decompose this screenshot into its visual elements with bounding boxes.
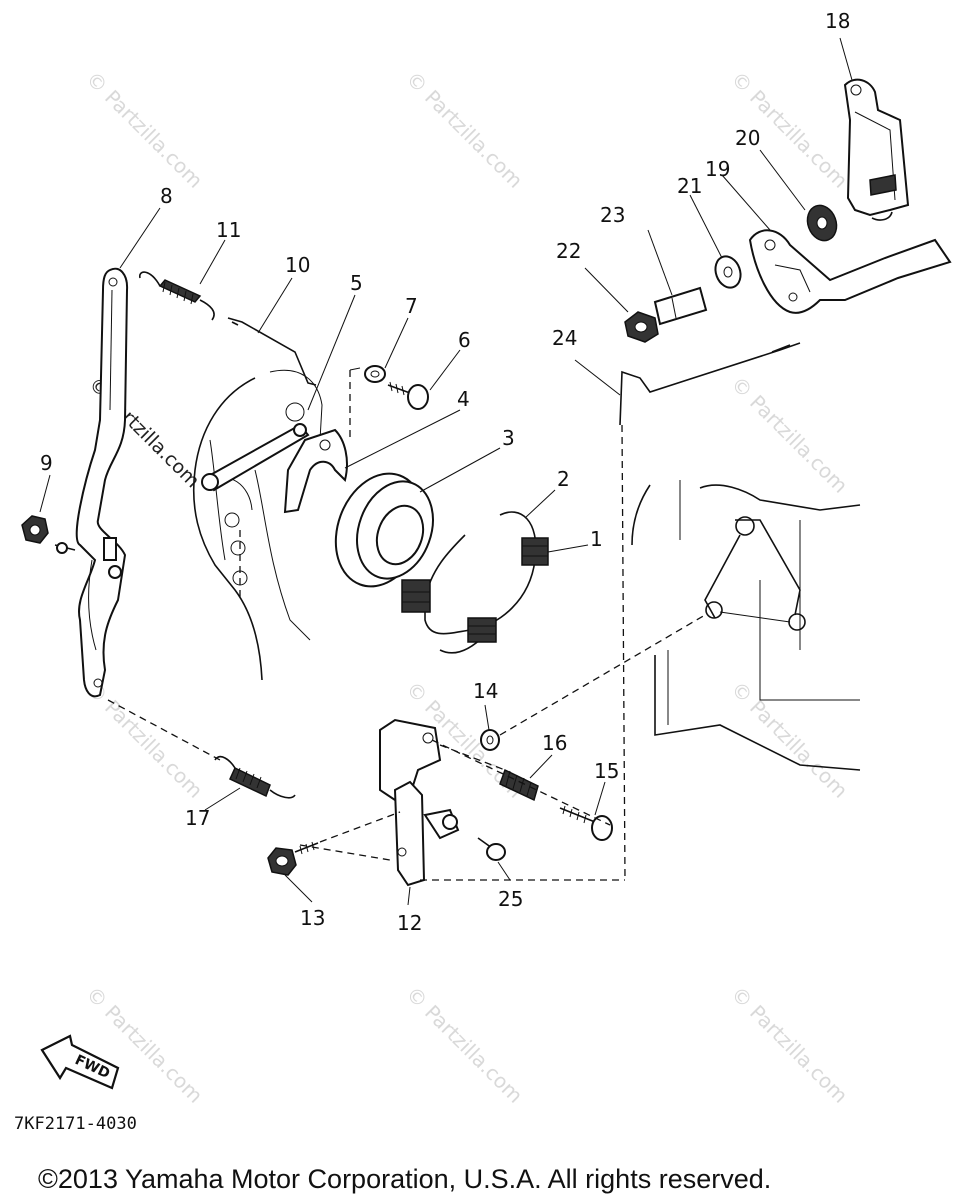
watermark: © Partzilla.com xyxy=(401,67,527,193)
part-3-collar xyxy=(334,472,434,588)
callout-14: 14 xyxy=(473,679,498,703)
callout-25: 25 xyxy=(498,887,523,911)
callout-18: 18 xyxy=(825,9,850,33)
callout-22: 22 xyxy=(556,239,581,263)
part-21-washer xyxy=(714,255,742,289)
part-18-bracket xyxy=(843,78,910,221)
callout-9: 9 xyxy=(40,451,53,475)
watermark: © Partzilla.com xyxy=(726,372,852,498)
part-4-shift-fork xyxy=(283,428,348,514)
part-7-washer xyxy=(364,365,386,383)
part-12-bracket-plate xyxy=(379,718,460,887)
engine-housing-left xyxy=(192,369,323,681)
part-8-control-lever xyxy=(75,267,129,698)
callout-3: 3 xyxy=(502,426,515,450)
callout-15: 15 xyxy=(594,759,619,783)
callout-16: 16 xyxy=(542,731,567,755)
watermark: © Partzilla.com xyxy=(726,982,852,1108)
assembly-guides xyxy=(299,739,625,881)
callout-labels: 8 11 10 5 7 6 4 3 2 1 9 24 22 23 21 19 2… xyxy=(40,9,850,935)
watermark: © Partzilla.com xyxy=(726,677,852,803)
assembly-line xyxy=(349,367,361,371)
copyright-notice: ©2013 Yamaha Motor Corporation, U.S.A. A… xyxy=(38,1164,771,1194)
part-24-long-rod xyxy=(619,342,801,881)
callout-19: 19 xyxy=(705,157,730,181)
callout-12: 12 xyxy=(397,911,422,935)
callout-21: 21 xyxy=(677,174,702,198)
part-6-screw xyxy=(387,381,429,410)
callout-20: 20 xyxy=(735,126,760,150)
watermark: © Partzilla.com xyxy=(81,67,207,193)
watermark: © Partzilla.com xyxy=(81,982,207,1108)
diagram-code: 7KF2171-4030 xyxy=(14,1114,137,1134)
part-5-shaft-arm xyxy=(201,423,310,492)
part-9-nut xyxy=(21,515,76,554)
callout-23: 23 xyxy=(600,203,625,227)
callout-8: 8 xyxy=(160,184,173,208)
engine-housing-right xyxy=(631,480,861,771)
part-17-spring xyxy=(107,699,296,799)
part-20-washer xyxy=(806,204,838,242)
fwd-arrow-icon: FWD xyxy=(40,1034,120,1090)
part-1-2-wire-harness xyxy=(401,511,549,654)
part-22-nut xyxy=(624,311,659,343)
callout-1: 1 xyxy=(590,527,603,551)
part-25-screw xyxy=(477,837,506,861)
callout-6: 6 xyxy=(458,328,471,352)
part-15-screw xyxy=(559,805,613,841)
part-19-lever-plate xyxy=(748,229,952,314)
part-13-bolt xyxy=(267,811,401,876)
callout-10: 10 xyxy=(285,253,310,277)
part-11-spring xyxy=(139,271,215,321)
callout-11: 11 xyxy=(216,218,241,242)
callout-17: 17 xyxy=(185,806,210,830)
callout-5: 5 xyxy=(350,271,363,295)
leader-lines xyxy=(39,37,853,906)
callout-24: 24 xyxy=(552,326,577,350)
part-14-washer xyxy=(480,614,706,751)
part-10-link-rod xyxy=(227,317,317,386)
callout-2: 2 xyxy=(557,467,570,491)
callout-4: 4 xyxy=(457,387,470,411)
watermark-layer: © Partzilla.com © Partzilla.com © Partzi… xyxy=(81,67,852,1108)
watermark: © Partzilla.com xyxy=(401,982,527,1108)
callout-13: 13 xyxy=(300,906,325,930)
part-23-collar xyxy=(653,286,708,326)
callout-7: 7 xyxy=(405,294,418,318)
